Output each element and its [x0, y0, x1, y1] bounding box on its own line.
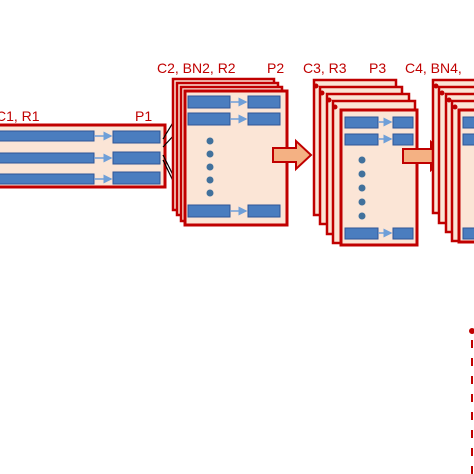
stage4-conv-bar-1: [462, 116, 474, 129]
stage3-panel: [339, 108, 419, 247]
stage1-conv-label: C1, R1: [0, 108, 40, 124]
vertical-dots-icon: [206, 137, 214, 197]
stage4-panel: [457, 108, 474, 244]
stage1-pool-bar-1: [112, 130, 161, 144]
legend-dot: [469, 328, 474, 334]
stage2-conv-bar-1: [187, 95, 231, 109]
legend-fragment: [469, 328, 474, 474]
stage2-conv-label: C2, BN2, R2: [157, 60, 236, 76]
stage2-pool-bar-2: [247, 112, 281, 126]
stage3-conv-label: C3, R3: [303, 60, 347, 76]
stage2-conv-bar-3: [187, 204, 231, 218]
stage4-block: C4, BN4,: [405, 60, 474, 244]
stage4-conv-bar-3: [462, 227, 474, 240]
stage3-block: C3, R3 P3: [303, 60, 419, 247]
stage1-pool-label: P1: [135, 108, 152, 124]
stage3-pool-bar-2: [392, 133, 414, 146]
stage2-conv-bar-2: [187, 112, 231, 126]
stage1-conv-bar-1: [0, 130, 95, 142]
right-block-arrow-icon: [272, 138, 313, 172]
stage1-conv-bar-3: [0, 173, 95, 185]
vertical-dots-icon: [358, 156, 366, 220]
stage3-corner-dots: [313, 83, 338, 110]
stage1-feature-rows: [0, 130, 161, 185]
stage3-conv-bar-3: [344, 227, 379, 240]
stage3-pool-bar-3: [392, 227, 414, 240]
stage3-conv-bar-2: [344, 133, 379, 146]
stage4-corner-dots: [433, 83, 458, 110]
stage3-conv-bar-1: [344, 116, 379, 129]
stage4-conv-label: C4, BN4,: [405, 60, 462, 76]
stage2-pool-label: P2: [267, 60, 284, 76]
stage1-pool-bar-3: [112, 171, 161, 185]
stage2-pool-bar-1: [247, 95, 281, 109]
stage1-block: C1, R1 P1: [0, 96, 189, 214]
stage1-conv-bar-2: [0, 152, 95, 164]
stage3-pool-bar-1: [392, 116, 414, 129]
stage2-block: C2, BN2, R2 P2: [157, 60, 289, 227]
stage4-conv-bar-2: [462, 133, 474, 146]
stage3-pool-label: P3: [369, 60, 386, 76]
stage1-pool-bar-2: [112, 151, 161, 165]
stage2-pool-bar-3: [247, 204, 281, 218]
